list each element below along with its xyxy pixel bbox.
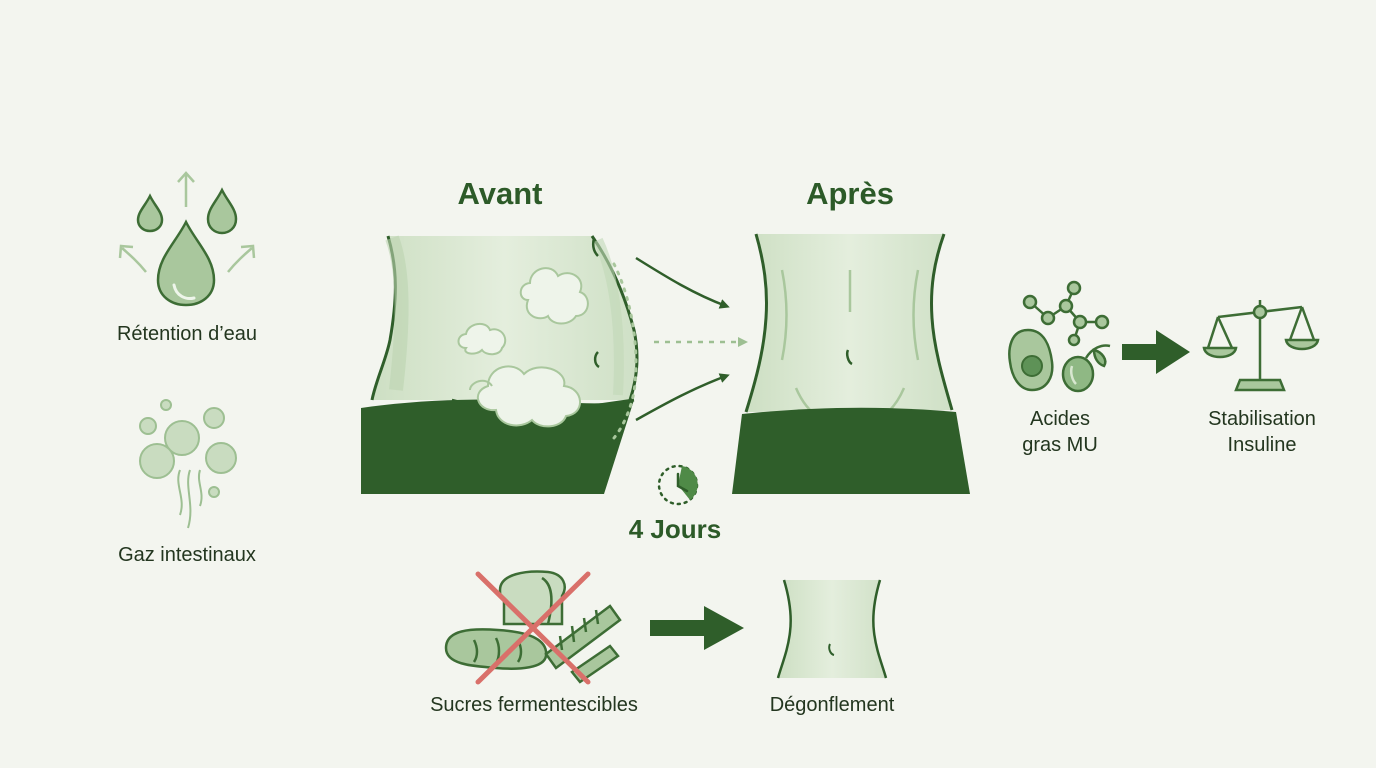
transition-arrows [612,256,748,440]
torso-after [732,233,970,494]
avocado-icon [1008,328,1054,392]
title-after: Après [806,176,894,211]
title-before: Avant [457,176,543,211]
label-intestinal-gas: Gaz intestinaux [118,544,256,566]
gas-cloud-icon [457,267,589,428]
timer-icon [657,464,699,506]
label-mufa: Acides gras MU [1022,408,1098,456]
olive-icon [1061,344,1111,393]
label-insulin-stabilisation: Stabilisation Insuline [1208,408,1316,456]
pasta-icon [544,604,622,684]
water-drop-icon [118,171,256,307]
label-deflation: Dégonflement [769,694,895,716]
bubbles-icon [139,399,237,529]
label-water-retention: Rétention d’eau [116,323,258,345]
arrow-right-icon [1122,330,1190,374]
balance-scale-icon [1202,300,1320,392]
label-duration: 4 Jours [628,514,722,544]
torso-deflated [776,579,888,679]
torso-before [361,235,639,494]
molecule-icon [1022,280,1110,347]
red-cross-icon [475,571,591,685]
arrow-right-bottom-icon [650,606,744,650]
label-fermentable-sugars: Sucres fermentescibles [430,694,638,716]
